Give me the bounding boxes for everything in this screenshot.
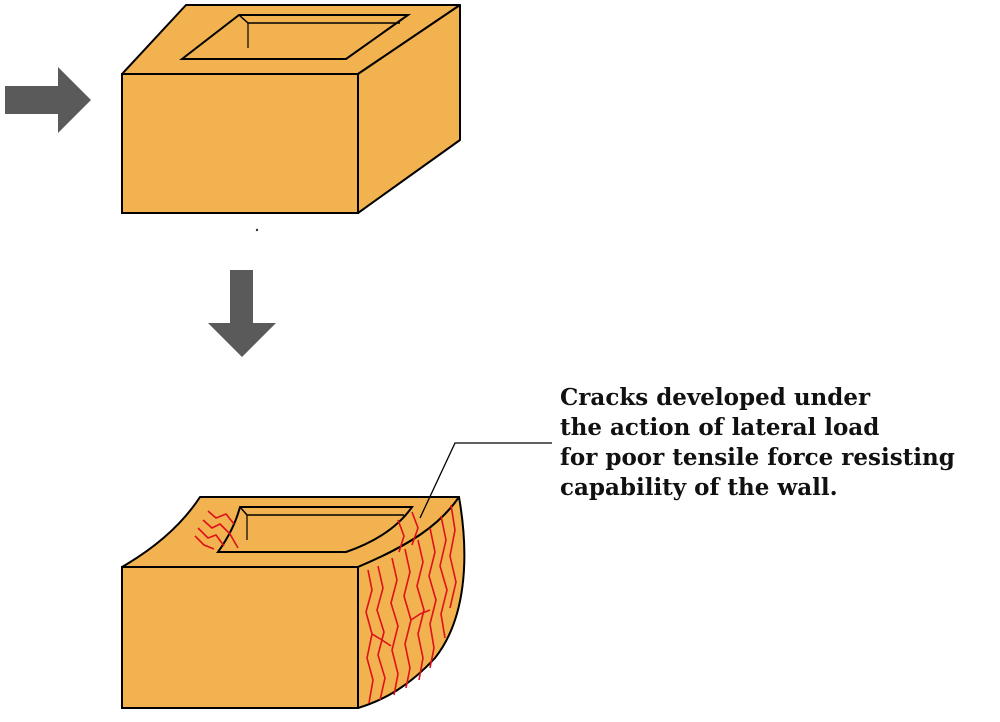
- crack-line: [194, 535, 215, 550]
- crack-line: [397, 519, 405, 553]
- crack-line: [416, 539, 425, 681]
- cracked-box-front-face: [121, 566, 359, 709]
- crack-line: [428, 527, 437, 669]
- crack-annotation: Cracks developed under the action of lat…: [560, 383, 1000, 503]
- crack-line: [390, 557, 399, 696]
- crack-line: [202, 519, 239, 549]
- intact-box-side-face: [357, 4, 461, 214]
- crack-line: [439, 515, 448, 639]
- cracked-box-inner-opening: [216, 506, 414, 553]
- side-face-cracks: [365, 504, 457, 704]
- annotation-line-2: the action of lateral load: [560, 414, 880, 441]
- stray-dot: [255, 228, 259, 232]
- intact-box-inner-opening: [179, 14, 412, 60]
- annotation-line-1: Cracks developed under: [560, 384, 871, 411]
- crack-line: [207, 510, 235, 525]
- crack-line: [410, 609, 431, 621]
- transition-arrow-icon: [208, 270, 276, 357]
- cracked-box-side-face: [357, 496, 466, 709]
- crack-line: [197, 527, 225, 547]
- crack-line: [411, 511, 419, 546]
- annotation-line-3: for poor tensile force resisting: [560, 444, 955, 471]
- annotation-line-4: capability of the wall.: [560, 474, 838, 501]
- crack-line: [371, 633, 392, 647]
- crack-line: [449, 504, 457, 609]
- annotation-leader-line: [419, 442, 552, 519]
- cracked-wall-box: [121, 496, 466, 709]
- crack-line: [376, 565, 386, 701]
- lateral-load-arrow-icon: [5, 67, 91, 133]
- intact-wall-box: [121, 4, 461, 214]
- intact-box-front-face: [121, 73, 359, 214]
- corner-cracks: [194, 510, 239, 550]
